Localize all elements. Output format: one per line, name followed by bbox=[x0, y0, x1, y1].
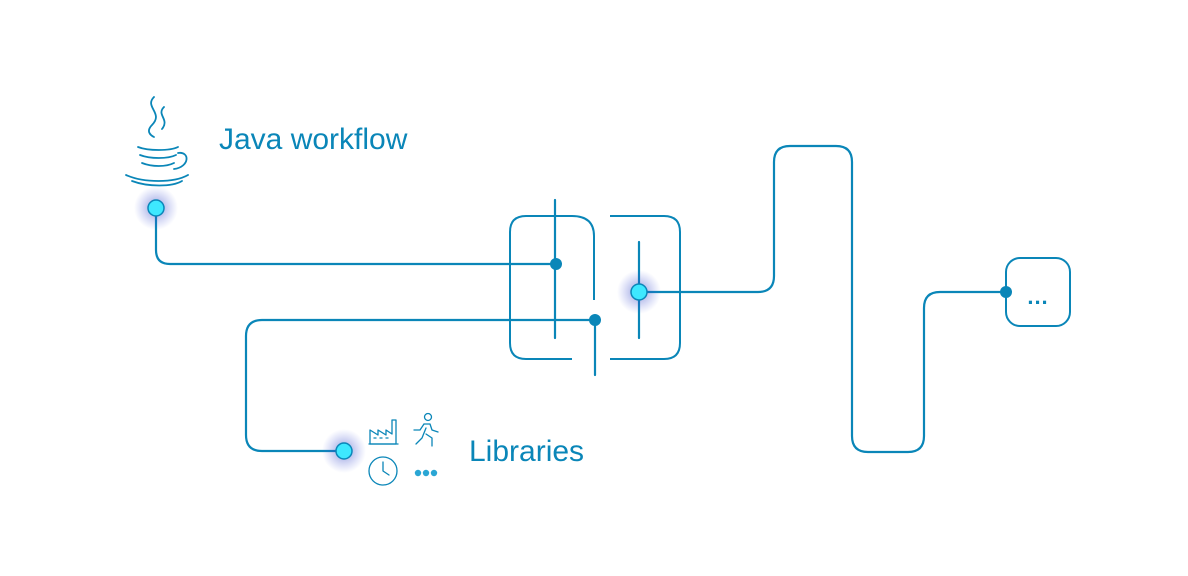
clock-icon bbox=[368, 456, 398, 486]
java-workflow-label: Java workflow bbox=[219, 123, 408, 156]
java-cup-icon bbox=[125, 96, 189, 187]
java-connector-line bbox=[154, 206, 558, 266]
output-connector-line bbox=[637, 144, 1008, 454]
libraries-connector-line bbox=[244, 318, 597, 453]
junction-dot-libraries bbox=[589, 314, 601, 326]
factory-icon bbox=[368, 419, 399, 445]
running-person-icon bbox=[413, 412, 439, 447]
processor-output-node bbox=[617, 270, 661, 314]
libraries-label: Libraries bbox=[469, 435, 584, 468]
output-box-label: ... bbox=[1027, 284, 1048, 309]
libraries-source-node bbox=[322, 429, 366, 473]
processor-block-left bbox=[509, 198, 595, 360]
junction-dot-java bbox=[550, 258, 562, 270]
java-source-node bbox=[134, 186, 178, 230]
more-dots-icon bbox=[414, 469, 438, 477]
output-box: ... bbox=[1005, 257, 1071, 327]
